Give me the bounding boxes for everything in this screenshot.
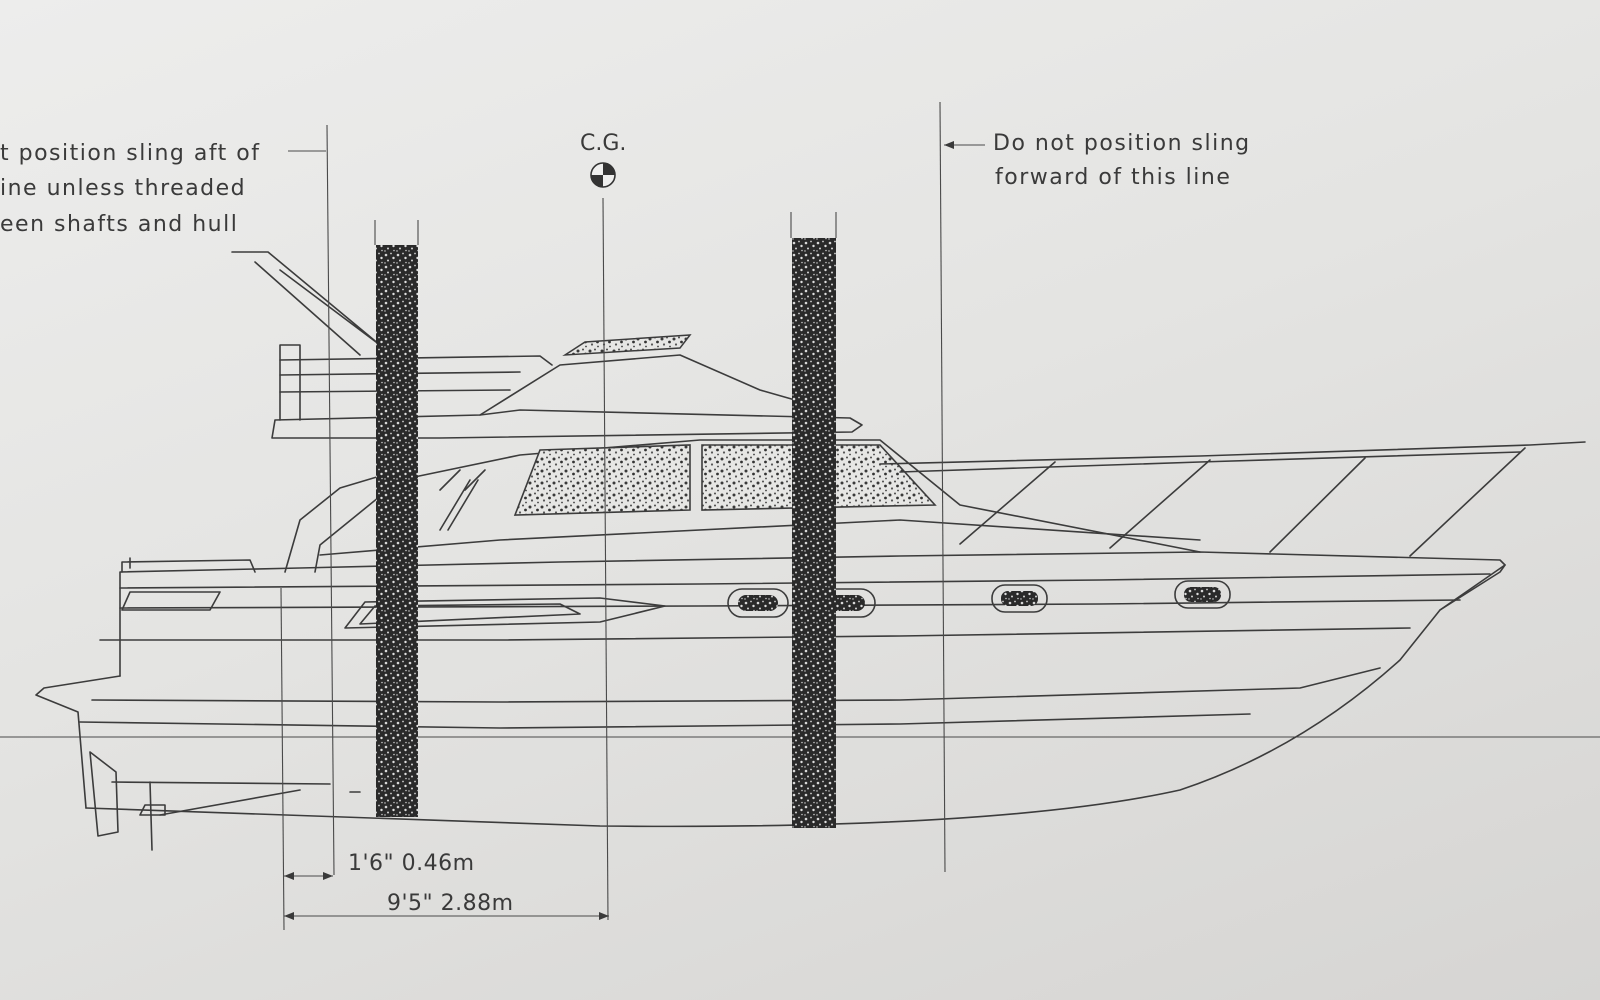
aft-note-line-2: ine unless threaded <box>0 176 247 201</box>
forward-note-line-2: forward of this line <box>995 165 1232 190</box>
aft-limit-line <box>326 124 335 876</box>
dimension-short <box>284 872 333 880</box>
aft-sling <box>374 220 419 817</box>
dimension-long-label: 9'5" 2.88m <box>387 891 514 916</box>
dimension-long <box>284 912 609 920</box>
porthole-row <box>727 580 1231 618</box>
forward-sling <box>790 212 837 828</box>
cg-symbol <box>590 162 616 188</box>
stern-reference-line <box>280 587 285 931</box>
forward-note-line-1: Do not position sling <box>993 131 1251 156</box>
aft-note-line-1: t position sling aft of <box>0 141 261 166</box>
forward-arrow-head <box>944 141 954 149</box>
dimension-short-label: 1'6" 0.46m <box>348 851 475 876</box>
cg-line <box>602 197 609 921</box>
cg-label: C.G. <box>580 131 627 156</box>
forward-limit-line <box>939 101 946 873</box>
aft-note-line-3: een shafts and hull <box>0 212 239 237</box>
